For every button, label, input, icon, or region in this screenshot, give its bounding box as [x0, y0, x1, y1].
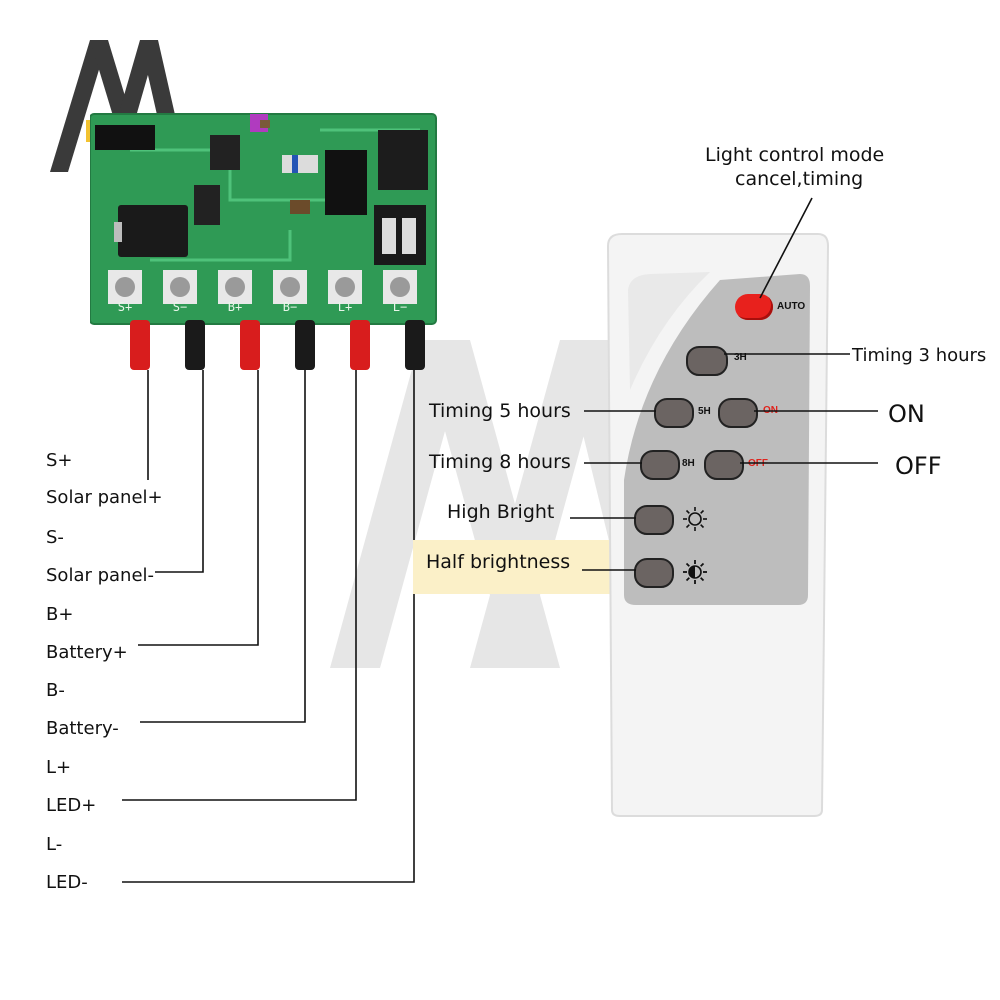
on-annotation: ON	[888, 400, 925, 428]
diode-component	[118, 205, 188, 257]
wire-long-label: Solar panel+	[46, 487, 163, 508]
auto-button[interactable]	[735, 294, 773, 320]
wire-short-label: S-	[46, 527, 64, 548]
wire-l-plus	[350, 320, 370, 370]
pin-label-s-minus: S−	[172, 300, 188, 314]
wire-short-label: L+	[46, 757, 72, 778]
remote-control	[606, 233, 830, 817]
pcb-board	[90, 113, 437, 325]
sun-outline-icon	[683, 507, 707, 531]
5h-label: 5H	[698, 406, 711, 417]
timing-5-label: Timing 5 hours	[429, 400, 571, 422]
wire-long-label: LED+	[46, 795, 97, 816]
wire-long-label: Solar panel-	[46, 565, 155, 586]
wire-long-label: Battery+	[46, 642, 128, 663]
pin-label-l-minus: L−	[392, 300, 408, 314]
pin-label-b-plus: B+	[227, 300, 243, 314]
off-annotation: OFF	[895, 452, 942, 480]
on-button[interactable]	[718, 398, 758, 428]
wire-short-label: B+	[46, 604, 74, 625]
sun-half-icon	[683, 560, 707, 584]
high-bright-button[interactable]	[634, 505, 674, 535]
wire-long-label: Battery-	[46, 718, 119, 739]
terminal-pads	[108, 270, 417, 304]
timing-8h-button[interactable]	[640, 450, 680, 480]
light-control-subtitle: cancel,timing	[735, 168, 864, 190]
wire-b-minus	[295, 320, 315, 370]
pin-label-b-minus: B−	[282, 300, 298, 314]
wire-s-plus	[130, 320, 150, 370]
timing-3-label: Timing 3 hours	[852, 345, 987, 366]
off-button[interactable]	[704, 450, 744, 480]
light-control-title: Light control mode	[705, 144, 885, 166]
wire-s-minus	[185, 320, 205, 370]
3h-label: 3H	[734, 352, 747, 363]
wire-short-label: B-	[46, 680, 65, 701]
timing-3h-button[interactable]	[686, 346, 728, 376]
half-brightness-label: Half brightness	[426, 551, 571, 573]
timing-8-label: Timing 8 hours	[429, 451, 571, 473]
pin-label-s-plus: S+	[117, 300, 133, 314]
wire-short-label: S+	[46, 450, 73, 471]
auto-label: AUTO	[777, 301, 806, 312]
high-bright-label: High Bright	[447, 501, 555, 523]
wire-short-label: L-	[46, 834, 63, 855]
wire-l-minus	[405, 320, 425, 370]
timing-5h-button[interactable]	[654, 398, 694, 428]
half-bright-button[interactable]	[634, 558, 674, 588]
wire-long-label: LED-	[46, 872, 88, 893]
wire-b-plus	[240, 320, 260, 370]
8h-label: 8H	[682, 458, 695, 469]
pin-label-l-plus: L+	[337, 300, 353, 314]
